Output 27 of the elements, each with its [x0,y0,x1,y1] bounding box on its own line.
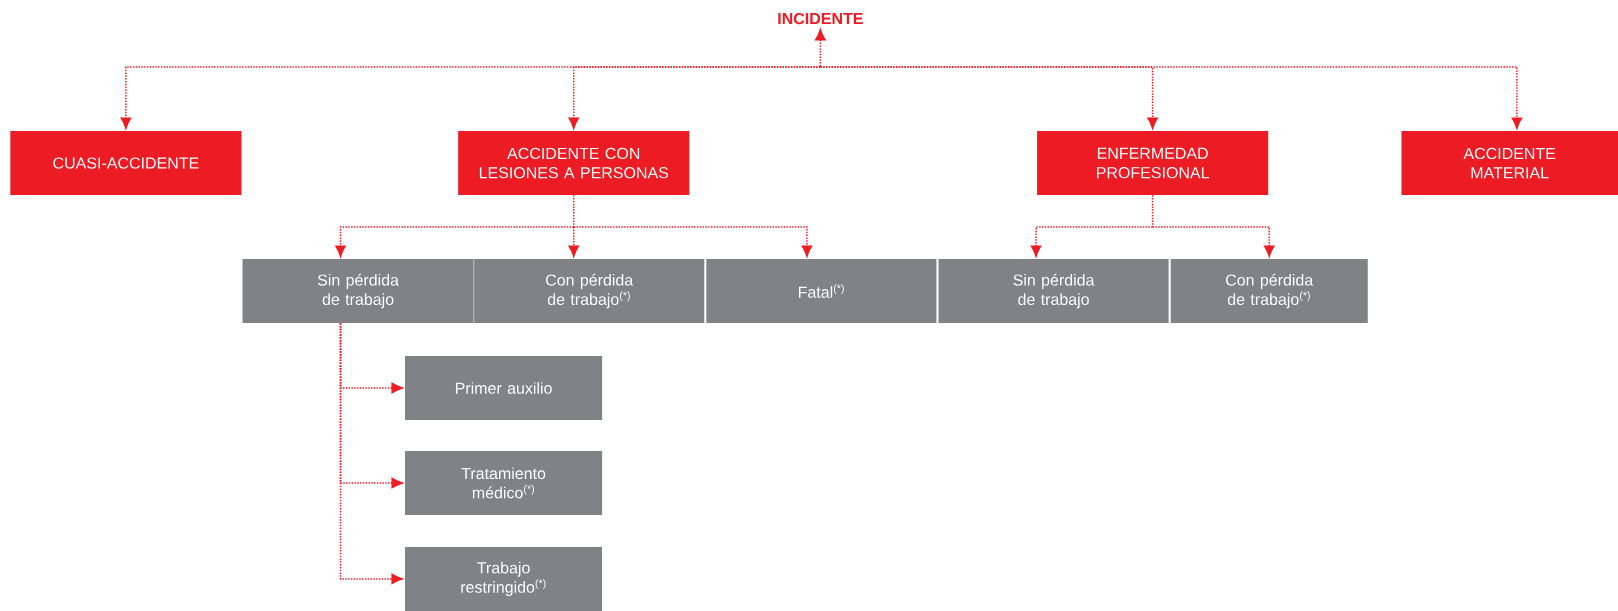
arrow [335,226,575,257]
subcategory-box: Primer auxilio [405,356,603,420]
node-label: Sin pérdida de trabajo [1013,273,1095,309]
category-box: ENFERMEDAD PROFESIONAL [1037,131,1269,196]
node-label: Con pérdida de trabajo$^{(*)}$ [1226,273,1314,309]
heading-text: INCIDENTE [778,12,863,25]
category-box: ACCIDENTE MATERIAL [1401,131,1618,196]
arrow [1151,226,1275,257]
subcategory-box: Tratamiento médico$^{(*)}$ [405,450,603,515]
arrow [573,226,813,257]
subcategory-box: Con pérdida de trabajo$^{(*)}$ [474,259,705,323]
arrow [568,226,580,257]
subcategory-box: Sin pérdida de trabajo [242,259,474,323]
arrow [819,66,1523,129]
node-label: Fatal$^{(*)}$ [798,284,844,298]
subcategory-box: Con pérdida de trabajo$^{(*)}$ [1170,259,1368,323]
node-label: Con pérdida de trabajo$^{(*)}$ [546,273,634,309]
arrow [568,66,822,129]
category-box: ACCIDENTE CON LESIONES A PERSONAS [458,131,690,196]
arrow [339,322,403,585]
subcategory-box: Sin pérdida de trabajo [938,259,1169,323]
subcategory-box: Trabajo restringido$^{(*)}$ [405,546,603,611]
node-label: Sin pérdida de trabajo [317,273,399,309]
arrow [1030,226,1154,257]
arrow [815,29,826,68]
subcategory-box: Fatal$^{(*)}$ [706,259,937,323]
category-box: CUASI-ACCIDENTE [10,131,242,196]
